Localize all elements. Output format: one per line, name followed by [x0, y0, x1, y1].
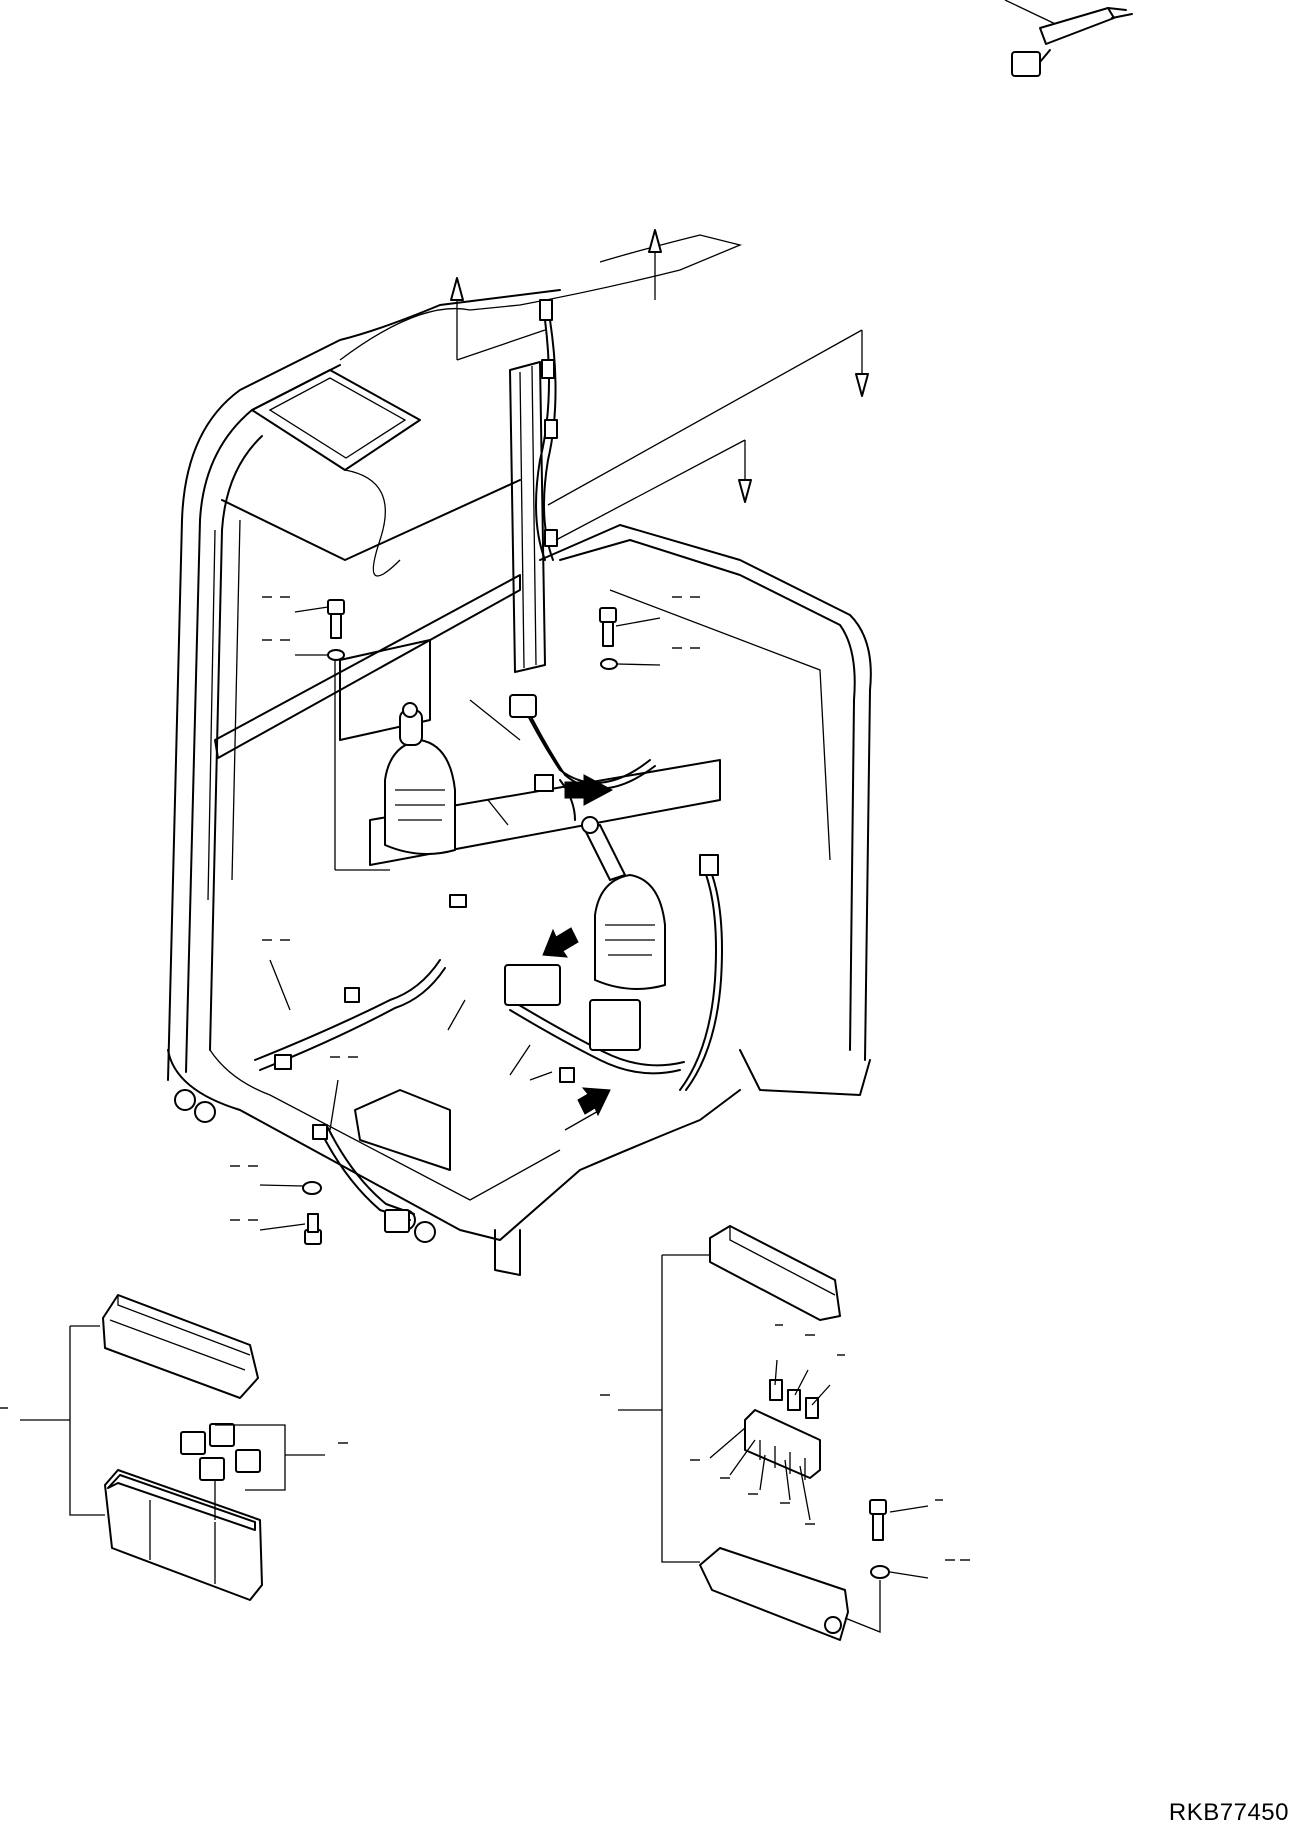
fuse-box-assembly-left — [20, 1295, 325, 1600]
cab-frame — [168, 235, 871, 1275]
control-lever-left — [385, 703, 455, 854]
fuse-icon — [745, 1380, 820, 1480]
figure-reference-code: RKB77450 — [1168, 1799, 1289, 1826]
fuse-box-icon — [105, 1470, 262, 1600]
arrow-icon — [578, 1088, 610, 1115]
arrow-icon — [649, 230, 661, 252]
cab-bolts — [303, 600, 617, 1244]
washer-icon — [303, 1182, 321, 1194]
arrow-icon — [451, 278, 463, 300]
cab-connectors — [385, 300, 718, 1232]
harness-connector-part — [1005, 0, 1132, 76]
fuse-box-icon — [103, 1295, 258, 1398]
bolt-icon — [870, 1500, 886, 1540]
washer-icon — [601, 659, 617, 669]
leader-lines — [260, 230, 868, 1230]
bolt-icon — [600, 608, 616, 646]
fuse-holder-assembly-right — [618, 1226, 928, 1640]
arrow-icon — [565, 775, 612, 805]
fuse-panel-icon — [505, 965, 560, 1005]
relay-icon — [181, 1424, 260, 1480]
control-lever-right — [582, 817, 665, 989]
arrow-icon — [543, 928, 578, 957]
bolt-icon — [305, 1214, 321, 1244]
arrow-icon — [739, 480, 751, 502]
connector-icon — [1012, 52, 1040, 76]
fuse-box-icon — [710, 1226, 840, 1320]
washer-icon — [871, 1566, 889, 1578]
wire-harness — [255, 320, 722, 1220]
arrow-icon — [856, 374, 868, 396]
fuse-box-icon — [700, 1548, 848, 1640]
callout-marks — [0, 597, 970, 1560]
washer-icon — [328, 650, 344, 660]
bolt-icon — [328, 600, 344, 638]
